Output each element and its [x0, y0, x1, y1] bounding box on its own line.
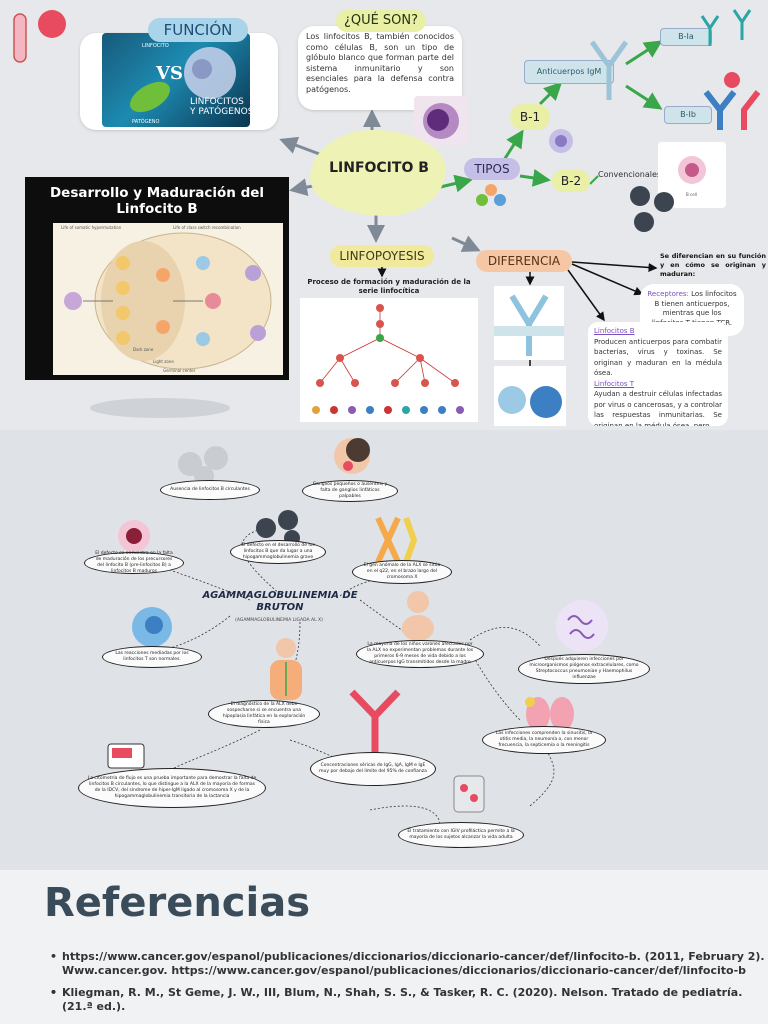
linfocitos-b-title: Linfocitos B — [594, 327, 635, 335]
immunoglobulin-icon — [349, 689, 401, 754]
chromosome-icon — [375, 516, 418, 564]
node-tratamiento-igiv: El tratamiento con IGIV profiláctica per… — [398, 822, 524, 848]
desarrollo-maduracion-figure: Desarrollo y Maduración del Linfocito B … — [25, 177, 289, 380]
node-concentraciones-ig: Concentraciones séricas de IgG, IgA, IgM… — [310, 752, 436, 786]
b-cell-caption: B cell — [686, 192, 697, 197]
hub-subtitle: (AGAMMAGLOBULINEMIA LIGADA AL X) — [235, 618, 323, 623]
node-ninos-varones: La mayoría de los niños varones afectado… — [356, 640, 484, 668]
diagram-label-light-zone: Light zone — [153, 359, 174, 364]
linfocito-small-label: LINFOCITO — [142, 43, 169, 49]
cell-red-nucleus-icon — [118, 520, 150, 552]
body-lymphatic-icon — [270, 638, 302, 700]
node-infecciones-piogenos: Después adquieren infecciones por microo… — [518, 654, 650, 684]
antibody-icon — [589, 40, 629, 100]
tipos-label: TIPOS — [464, 158, 520, 180]
references-list: https://www.cancer.gov/espanol/publicaci… — [50, 950, 768, 1022]
b1-node: B-1 — [510, 104, 550, 130]
diagram-label-somatic: Life of somatic hypermutation — [61, 225, 122, 230]
virus-icon — [630, 186, 674, 232]
linfocitos-patogenos-label: LINFOCITOS Y PATÓGENOS — [190, 97, 250, 117]
node-ausencia-linfocitos: Ausencia de linfocitos B circulantes — [160, 480, 260, 500]
diagram-label-class-switch: Life of class switch recombination — [173, 225, 241, 230]
node-gen-anomalo: El gen anómalo de la ALX se sitúa en el … — [352, 560, 452, 584]
reference-item: https://www.cancer.gov/espanol/publicaci… — [50, 950, 768, 978]
linfocitos-b-t-card: Linfocitos B Producen anticuerpos para c… — [588, 322, 728, 426]
anticuerpos-igm-box: Anticuerpos IgM — [524, 60, 614, 84]
hub-title: AGAMMAGLOBULINEMIA DE BRUTON — [202, 590, 358, 613]
node-diagnostico-hipoplasia: El diagnóstico de la ALX debe sospechars… — [208, 700, 320, 728]
b1-cell-icon — [549, 129, 573, 153]
reference-item: Kliegman, R. M., St Geme, J. W., III, Bl… — [50, 986, 768, 1014]
linfopoyesis-caption: Proceso de formación y maduración de la … — [307, 278, 471, 295]
flow-cytometer-icon — [107, 743, 145, 769]
pills-icon — [453, 775, 485, 813]
b-cell-image — [414, 96, 468, 146]
node-defecto-desarrollo: El defecto en el desarrollo de los linfo… — [230, 540, 326, 564]
linfocitos-t-text: Ayudan a destruir células infectadas por… — [594, 390, 722, 426]
linfocito-b-label: LINFOCITO B — [329, 160, 429, 176]
diferencia-label: DIFERENCIA — [476, 250, 572, 272]
receptores-title: Receptores: — [647, 290, 689, 298]
virus-cluster-icon — [178, 446, 228, 486]
linfocitos-b-text: Producen anticuerpos para combatir bacte… — [594, 337, 722, 378]
diagram-label-germinal-center: Germinal center — [163, 368, 196, 373]
vs-label: VS — [156, 63, 183, 84]
linfocito-b-node — [310, 130, 446, 216]
diagram-label-dark-zone: Dark zone — [133, 347, 154, 352]
node-ganglios: Ganglios pequeños o ausentes, y falta de… — [302, 480, 398, 502]
bacteria-icon — [556, 600, 608, 652]
tcr-receptor-image — [494, 366, 566, 426]
hematopoiesis-tree — [300, 298, 478, 422]
references-title: Referencias — [44, 880, 311, 926]
node-defecto-maduracion: El defecto se encuentra en la falta de m… — [84, 551, 184, 574]
linfocitos-t-title: Linfocitos T — [594, 379, 634, 388]
que-son-label: ¿QUÉ SON? — [336, 10, 426, 32]
desarrollo-title: Desarrollo y Maduración del Linfocito B — [49, 185, 265, 217]
bcr-receptor-image — [494, 286, 564, 360]
lungs-icon — [525, 697, 574, 731]
b1b-box: B-Ib — [664, 106, 712, 124]
node-linfocitos-t-normales: Las reacciones mediadas por los linfocit… — [102, 646, 202, 668]
patient-face-icon — [334, 438, 370, 474]
baby-icon — [402, 591, 434, 641]
patogeno-small-label: PATÓGENO — [132, 119, 160, 125]
linfopoyesis-label: LINFOPOYESIS — [330, 245, 434, 267]
funcion-label: FUNCIÓN — [148, 18, 248, 42]
germinal-center-diagram: Life of somatic hypermutation Life of cl… — [53, 223, 283, 375]
b-cells-icon — [476, 184, 506, 206]
linfocitos-patogenos-image: VS LINFOCITOS Y PATÓGENOS LINFOCITO PATÓ… — [102, 33, 250, 127]
b2-node: B-2 — [552, 170, 590, 192]
diferencia-text: Se diferencian en su función y en cómo s… — [660, 252, 766, 278]
t-cell-icon — [132, 607, 172, 647]
convencionales-label: Convencionales — [598, 170, 662, 179]
test-tube-virus-icon — [13, 10, 66, 63]
b1a-box: B-Ia — [660, 28, 712, 46]
node-infecciones-sinusitis: Las infecciones comprenden la sinusitis,… — [482, 726, 606, 754]
antibody-cluster-icon — [700, 9, 761, 130]
node-citometria-flujo: La citometría de flujo es una prueba imp… — [78, 768, 266, 808]
